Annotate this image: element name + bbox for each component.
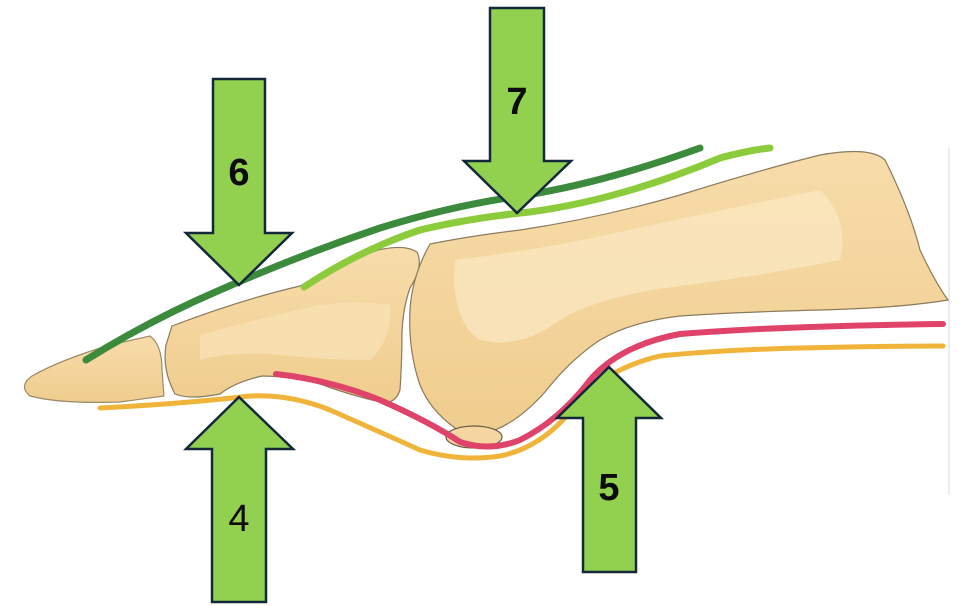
distal-phalanx-bone [24, 336, 164, 402]
arrow-6: 6 [186, 79, 292, 285]
arrow-7: 7 [464, 8, 571, 213]
arrow-4-label: 4 [228, 498, 249, 540]
arrow-4: 4 [186, 397, 293, 602]
arrow-6-label: 6 [228, 152, 249, 194]
arrow-5-label: 5 [598, 467, 619, 509]
arrow-7-label: 7 [506, 81, 527, 123]
